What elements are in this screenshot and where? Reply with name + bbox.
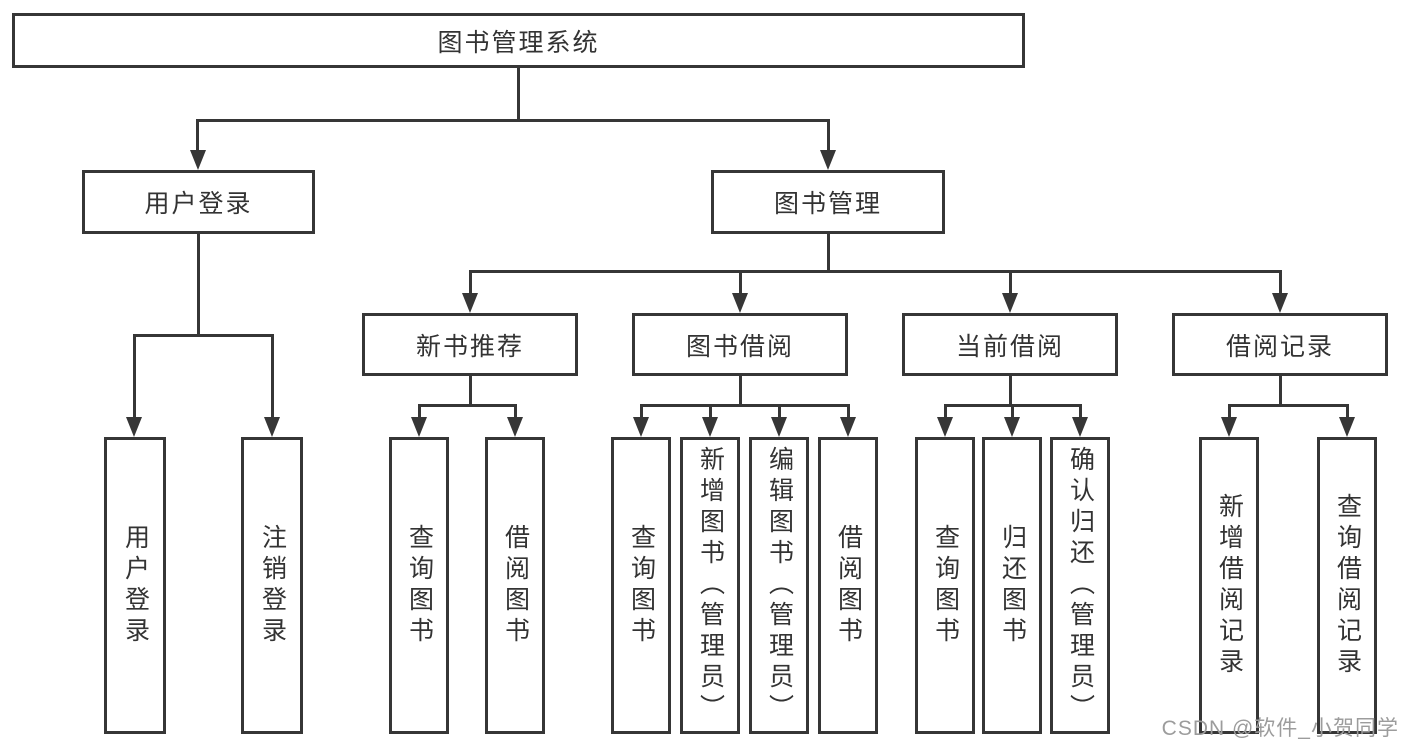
connector-vline xyxy=(847,404,850,420)
connector-hline xyxy=(469,270,1282,273)
arrowhead-down-icon xyxy=(633,417,649,437)
leaf-edit-book-admin-label: 编辑图书（管理员） xyxy=(765,446,794,725)
arrowhead-down-icon xyxy=(1004,417,1020,437)
arrowhead-down-icon xyxy=(732,293,748,313)
leaf-borrow-books-borrowing: 借阅图书 xyxy=(818,437,878,734)
node-book-borrowing: 图书借阅 xyxy=(632,313,848,376)
leaf-return-books-label: 归还图书 xyxy=(998,523,1027,648)
leaf-confirm-return-admin-label: 确认归还（管理员） xyxy=(1066,446,1095,725)
connector-vline xyxy=(514,404,517,420)
leaf-query-borrow-record-label: 查询借阅记录 xyxy=(1333,492,1362,679)
arrowhead-down-icon xyxy=(702,417,718,437)
node-user-login: 用户登录 xyxy=(82,170,315,234)
node-new-book-recommend-label: 新书推荐 xyxy=(415,332,524,361)
node-user-login-label: 用户登录 xyxy=(144,190,253,218)
node-book-management-label: 图书管理 xyxy=(773,190,882,218)
connector-vline xyxy=(739,376,742,406)
arrowhead-down-icon xyxy=(1072,417,1088,437)
connector-vline xyxy=(778,404,781,420)
arrowhead-down-icon xyxy=(1002,293,1018,313)
connector-vline xyxy=(640,404,643,420)
leaf-query-books-current: 查询图书 xyxy=(915,437,975,734)
node-root: 图书管理系统 xyxy=(12,13,1025,68)
leaf-user-login-label: 用户登录 xyxy=(121,523,150,648)
arrowhead-down-icon xyxy=(820,150,836,170)
connector-vline xyxy=(709,404,712,420)
connector-vline xyxy=(517,68,520,122)
arrowhead-down-icon xyxy=(1272,293,1288,313)
connector-hline xyxy=(133,334,274,337)
connector-vline xyxy=(944,404,947,420)
leaf-add-borrow-record-label: 新增借阅记录 xyxy=(1215,492,1244,679)
leaf-add-book-admin-label: 新增图书（管理员） xyxy=(696,446,725,725)
arrowhead-down-icon xyxy=(771,417,787,437)
connector-hline xyxy=(197,119,830,122)
connector-vline xyxy=(418,404,421,420)
node-borrowing-records: 借阅记录 xyxy=(1172,313,1388,376)
leaf-add-borrow-record: 新增借阅记录 xyxy=(1199,437,1259,734)
arrowhead-down-icon xyxy=(264,417,280,437)
connector-vline xyxy=(197,234,200,336)
connector-vline xyxy=(827,234,830,272)
node-root-label: 图书管理系统 xyxy=(437,28,600,57)
arrowhead-down-icon xyxy=(411,417,427,437)
arrowhead-down-icon xyxy=(126,417,142,437)
node-current-borrowing: 当前借阅 xyxy=(902,313,1118,376)
arrowhead-down-icon xyxy=(462,293,478,313)
arrowhead-down-icon xyxy=(840,417,856,437)
leaf-query-books-borrowing-label: 查询图书 xyxy=(627,523,656,648)
watermark: CSDN @软件_小贺同学 xyxy=(1161,717,1399,740)
arrowhead-down-icon xyxy=(190,150,206,170)
connector-vline xyxy=(1346,404,1349,420)
connector-vline xyxy=(1079,404,1082,420)
leaf-edit-book-admin: 编辑图书（管理员） xyxy=(749,437,809,734)
connector-vline xyxy=(827,119,830,152)
leaf-confirm-return-admin: 确认归还（管理员） xyxy=(1050,437,1110,734)
connector-hline xyxy=(640,404,850,407)
connector-vline xyxy=(469,376,472,406)
connector-vline xyxy=(196,119,199,152)
connector-vline xyxy=(469,270,472,296)
leaf-borrow-books-borrowing-label: 借阅图书 xyxy=(834,523,863,648)
connector-hline xyxy=(418,404,517,407)
leaf-query-borrow-record: 查询借阅记录 xyxy=(1317,437,1377,734)
leaf-return-books: 归还图书 xyxy=(982,437,1042,734)
arrowhead-down-icon xyxy=(507,417,523,437)
connector-vline xyxy=(1009,270,1012,296)
leaf-borrow-books-recommend: 借阅图书 xyxy=(485,437,545,734)
leaf-query-books-borrowing: 查询图书 xyxy=(611,437,671,734)
connector-vline xyxy=(1279,376,1282,406)
arrowhead-down-icon xyxy=(937,417,953,437)
leaf-logout: 注销登录 xyxy=(241,437,303,734)
node-book-management: 图书管理 xyxy=(711,170,945,234)
node-book-borrowing-label: 图书借阅 xyxy=(685,332,794,361)
connector-vline xyxy=(133,334,136,420)
connector-vline xyxy=(1009,376,1012,406)
leaf-user-login: 用户登录 xyxy=(104,437,166,734)
arrowhead-down-icon xyxy=(1339,417,1355,437)
node-new-book-recommend: 新书推荐 xyxy=(362,313,578,376)
connector-vline xyxy=(1228,404,1231,420)
connector-hline xyxy=(1228,404,1349,407)
connector-vline xyxy=(1279,270,1282,296)
arrowhead-down-icon xyxy=(1221,417,1237,437)
node-current-borrowing-label: 当前借阅 xyxy=(955,332,1064,361)
leaf-logout-label: 注销登录 xyxy=(258,523,287,648)
leaf-query-books-recommend: 查询图书 xyxy=(389,437,449,734)
leaf-query-books-recommend-label: 查询图书 xyxy=(405,523,434,648)
leaf-borrow-books-recommend-label: 借阅图书 xyxy=(501,523,530,648)
leaf-add-book-admin: 新增图书（管理员） xyxy=(680,437,740,734)
leaf-query-books-current-label: 查询图书 xyxy=(931,523,960,648)
connector-vline xyxy=(739,270,742,296)
connector-vline xyxy=(271,334,274,420)
connector-vline xyxy=(1011,404,1014,420)
node-borrowing-records-label: 借阅记录 xyxy=(1225,332,1334,361)
